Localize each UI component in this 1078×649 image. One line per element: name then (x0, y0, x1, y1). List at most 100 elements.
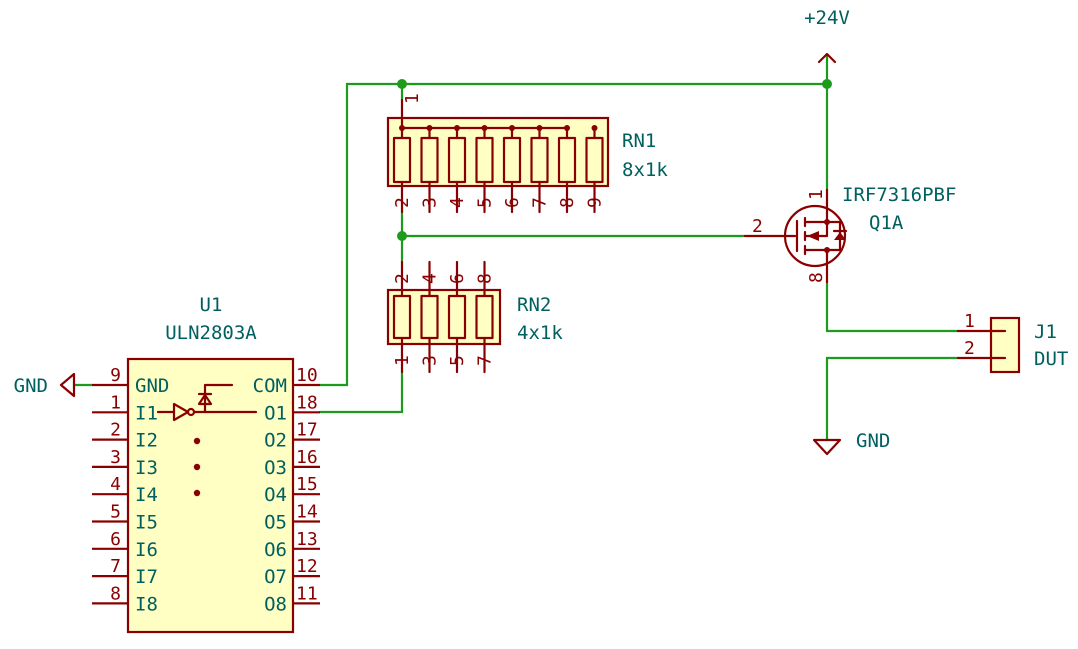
j1-pin2-num: 2 (964, 338, 975, 359)
power-gnd-left: GND (14, 372, 76, 398)
u1-right-pin-name-com: COM (253, 375, 287, 397)
rn1-pin-8: 8 (557, 197, 578, 208)
ground-bottom-icon (812, 438, 842, 456)
junction-gate (397, 231, 407, 241)
wire-com-to-24v (318, 82, 829, 387)
rn1-body (386, 116, 610, 188)
rn1-bus-node-5 (481, 125, 488, 131)
rn1-pin-9: 9 (585, 197, 606, 208)
u1-left-pin-num-1: 1 (110, 392, 121, 413)
rn2-body (386, 288, 502, 346)
u1-right-pin-name-o1: O1 (264, 402, 287, 424)
u1-left-pin-num-7: 7 (110, 556, 121, 577)
ellipsis-dot-2 (193, 463, 201, 471)
u1-right-pin-name-o6: O6 (264, 539, 287, 561)
q1-pin-source: 1 (806, 189, 827, 200)
rn1-pin-2: 2 (392, 197, 413, 208)
u1-left-pin-num-2: 2 (110, 420, 121, 441)
rn1-bus-node-9 (591, 125, 598, 131)
clamp-diode-icon (197, 393, 213, 406)
ellipsis-dot-1 (193, 437, 201, 445)
rn1-bus-node-2 (399, 125, 405, 131)
j1-value: DUT (1034, 348, 1068, 370)
u1-left-pin-num-6: 6 (110, 529, 121, 550)
rn2-bottom-pin-1: 1 (392, 355, 413, 366)
wire-drain-to-j1 (825, 280, 960, 333)
q1-arrow-icon (807, 231, 819, 241)
rn1-bus-node-6 (509, 125, 515, 131)
j1-body (989, 316, 1021, 374)
wire-j1-to-gnd (825, 356, 960, 442)
u1-left-pin-name-i3: I3 (135, 457, 158, 479)
u1-right-pin-num-11: 11 (296, 583, 318, 604)
wire-o1-to-rn2 (318, 370, 404, 414)
u1-left-pin-num-9: 9 (110, 365, 121, 386)
u1-right-pin-name-o3: O3 (264, 457, 287, 479)
rn2-top-pin-8: 8 (475, 273, 496, 284)
u1-left-pin-name-i2: I2 (135, 430, 158, 452)
j1-pin1-num: 1 (964, 311, 975, 332)
u1-right-pin-name-o7: O7 (264, 566, 287, 588)
u1-left-pin-name-i5: I5 (135, 512, 158, 534)
junction-top-right (822, 79, 832, 89)
q1-node-source (824, 219, 830, 225)
rn1-bus-node-7 (536, 125, 543, 131)
q1-body-diode-icon (834, 232, 846, 240)
q1-mosfet: 1 2 8 IRF7316PBF Q1A (743, 184, 956, 284)
rn2-bottom-pin-3: 3 (420, 355, 441, 366)
rn2-top-pin-4: 4 (420, 273, 441, 284)
u1-right-pin-num-12: 12 (296, 556, 318, 577)
wires (72, 53, 960, 442)
ellipsis-dot-3 (193, 489, 201, 497)
rn2-ref: RN2 (517, 294, 551, 316)
rn1-pin-6: 6 (502, 197, 523, 208)
j1-connector: 1 2 J1 DUT (956, 311, 1068, 374)
net-label-gnd-bottom: GND (856, 430, 890, 452)
u1-right-pin-name-o4: O4 (264, 484, 287, 506)
u1-left-pin-num-4: 4 (110, 474, 121, 495)
q1-value: IRF7316PBF (842, 184, 956, 206)
u1-right-pin-num-16: 16 (296, 447, 318, 468)
net-label-24v: +24V (804, 7, 850, 29)
u1-left-pin-name-i1: I1 (135, 402, 158, 424)
power-arrow-icon (817, 52, 837, 64)
rn1-bus-node-8 (564, 125, 570, 131)
rn1-pin-3: 3 (420, 197, 441, 208)
u1-left-pin-name-i6: I6 (135, 539, 158, 561)
u1-left-pin-num-5: 5 (110, 502, 121, 523)
u1-right-pin-name-o2: O2 (264, 430, 287, 452)
u1-ref: U1 (200, 294, 223, 316)
rn1-bus-node-3 (426, 125, 433, 131)
rn1-ref: RN1 (622, 130, 656, 152)
rn1-pin-7: 7 (530, 197, 551, 208)
rn1-value: 8x1k (622, 159, 668, 181)
q1-ref: Q1A (869, 212, 904, 234)
u1-left-pin-name-i7: I7 (135, 566, 158, 588)
u1-left-pin-name-i4: I4 (135, 484, 158, 506)
q1-pin-gate: 2 (752, 216, 763, 237)
power-24v: +24V (804, 7, 850, 64)
q1-node-drain (824, 247, 830, 253)
u1-right-pin-num-10: 10 (296, 365, 318, 386)
rn1-pin-4: 4 (447, 197, 468, 208)
rn1-bus-node-4 (454, 125, 460, 131)
u1-left-pin-name-gnd: GND (135, 375, 169, 397)
rn2-bottom-pin-5: 5 (447, 355, 468, 366)
u1-right-pin-name-o5: O5 (264, 512, 287, 534)
u1-right-pin-num-18: 18 (296, 392, 318, 413)
rn2-top-pin-2: 2 (392, 273, 413, 284)
power-gnd-bottom: GND (812, 430, 890, 456)
u1-right-pin-num-15: 15 (296, 474, 318, 495)
u1-right-pin-num-17: 17 (296, 420, 318, 441)
u1-value: ULN2803A (165, 322, 257, 344)
j1-ref: J1 (1034, 321, 1057, 343)
q1-pin-drain: 8 (806, 272, 827, 283)
rn2-value: 4x1k (517, 322, 563, 344)
rn1-pin-5: 5 (475, 197, 496, 208)
